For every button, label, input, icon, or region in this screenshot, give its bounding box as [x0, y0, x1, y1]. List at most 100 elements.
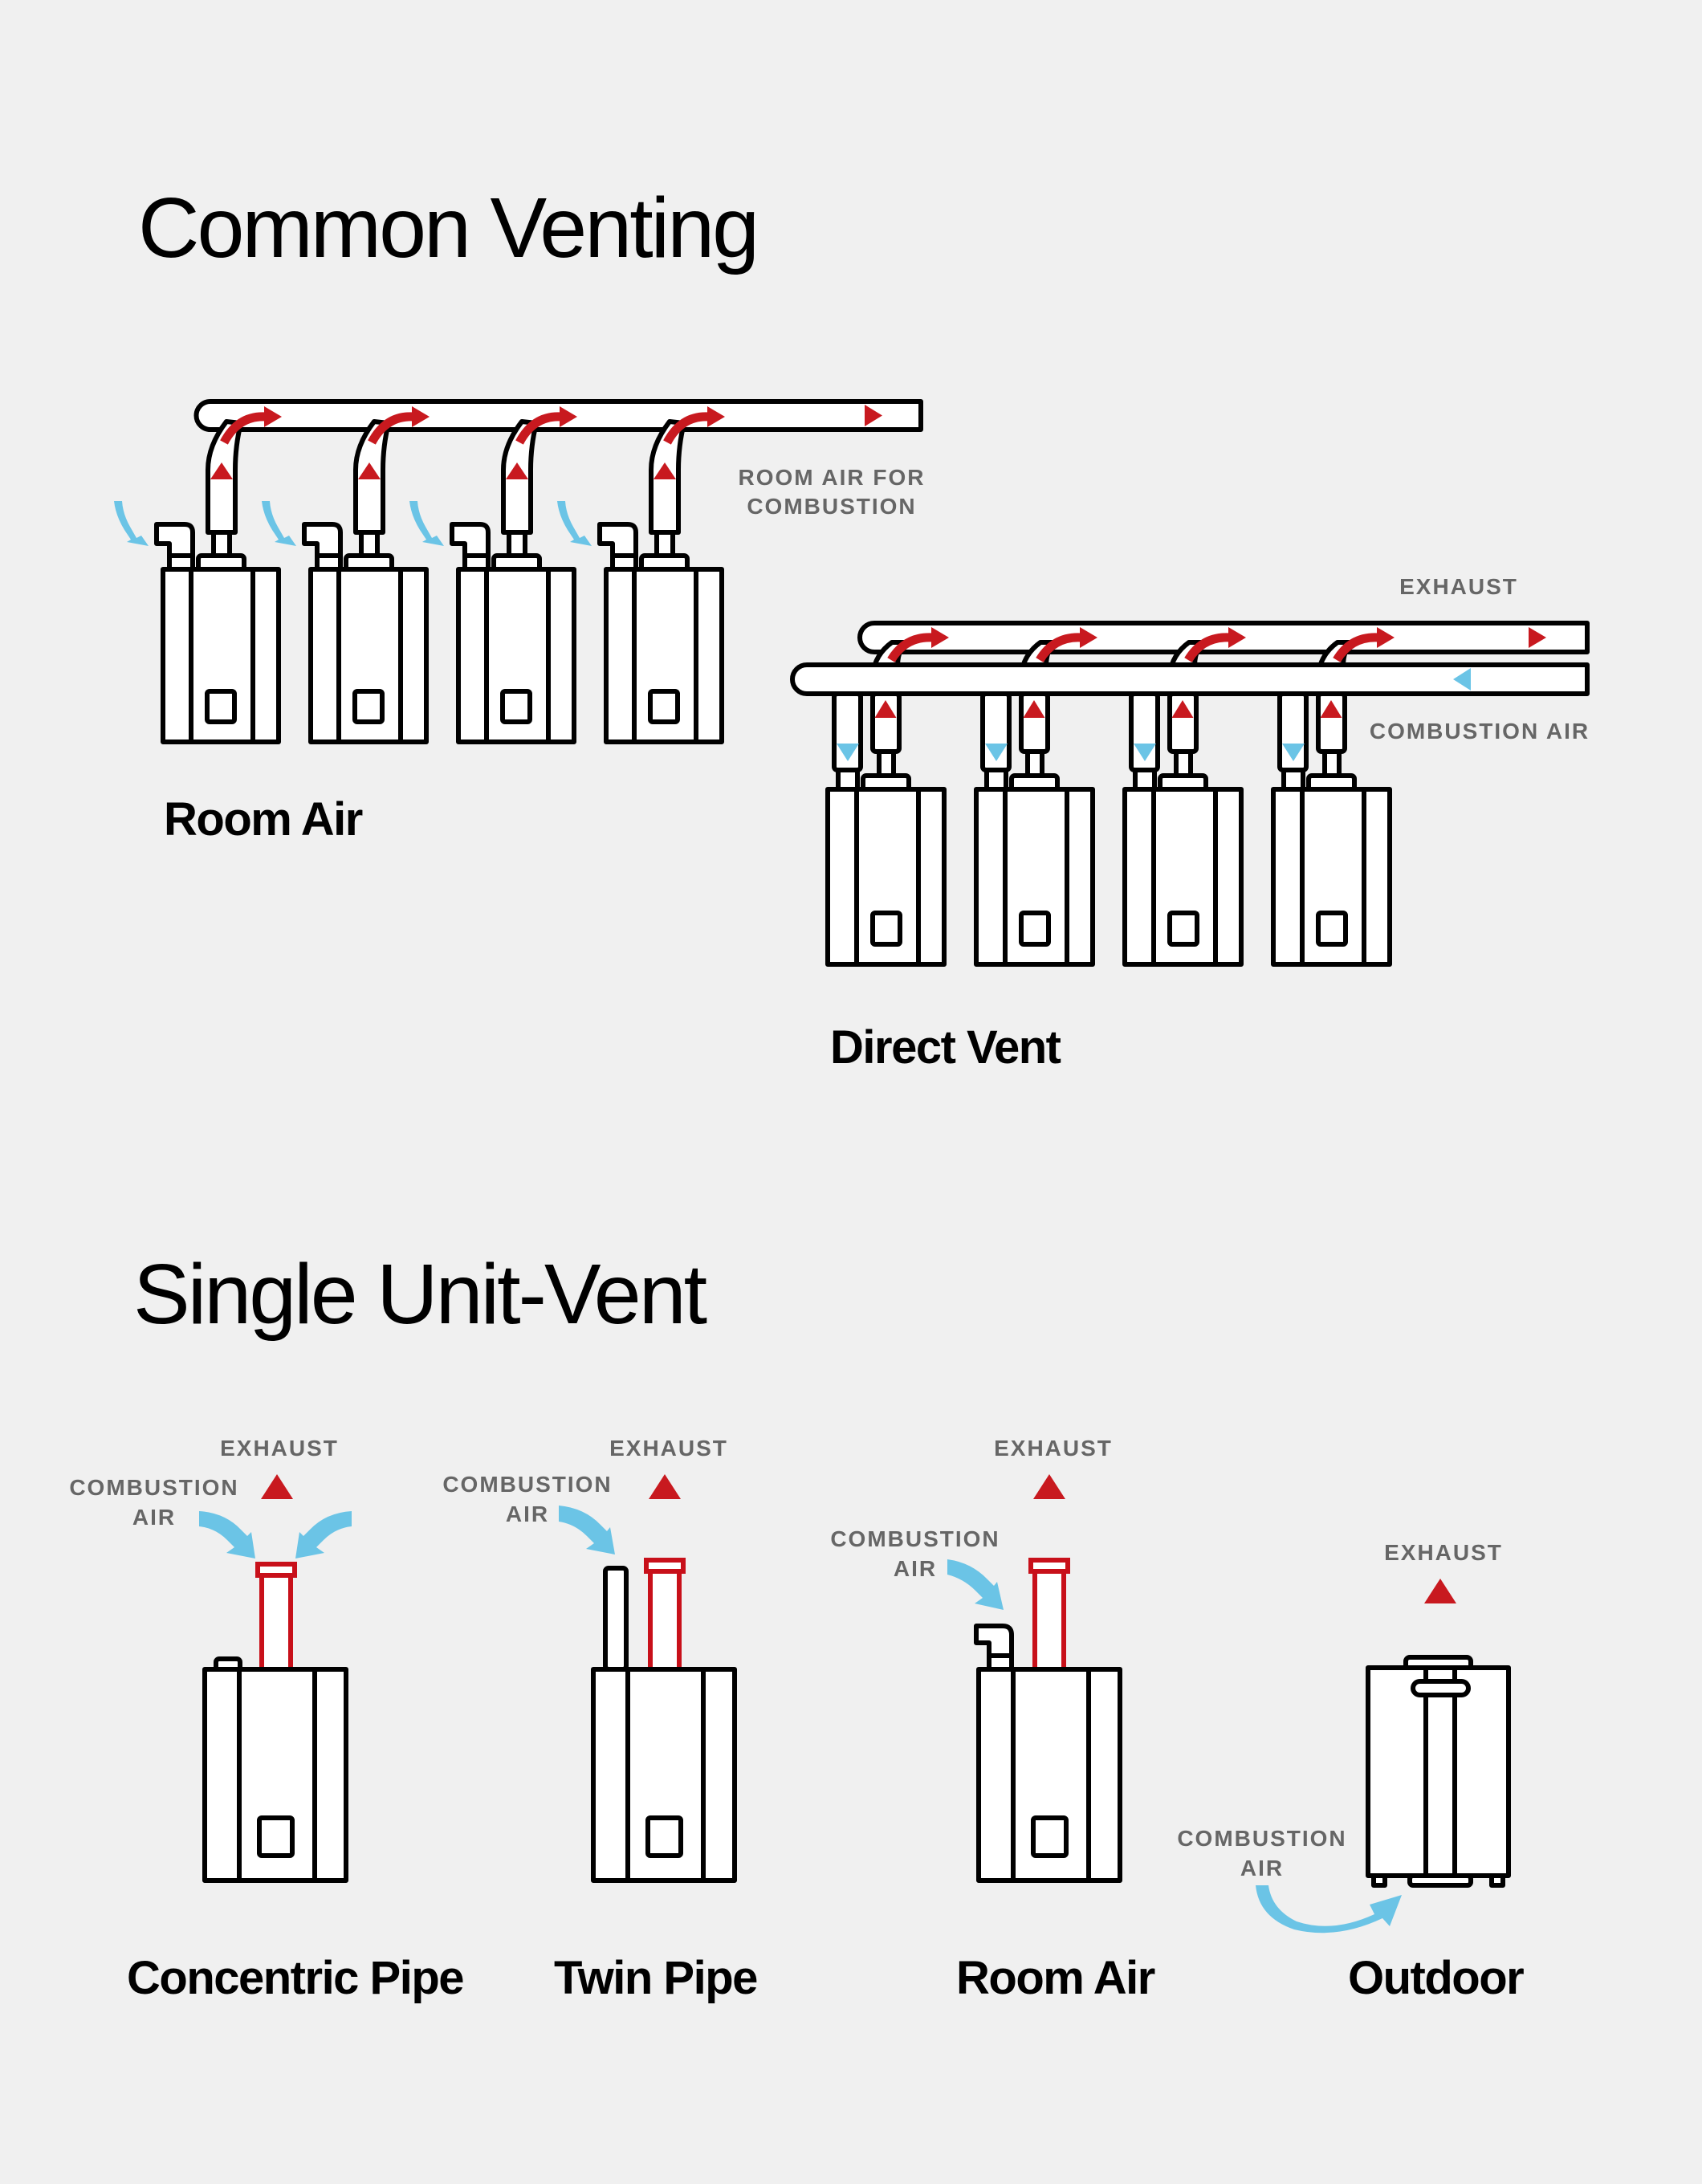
room-air-unit — [262, 406, 430, 744]
arrow-shaft — [1333, 633, 1379, 663]
single-room-air-diagram: EXHAUST COMBUSTION AIR — [830, 1436, 1122, 1883]
outdoor-vent-ring — [1411, 1679, 1471, 1697]
exhaust-flow-curved-arrow-icon — [887, 627, 949, 663]
exhaust-label: EXHAUST — [1384, 1540, 1503, 1565]
exhaust-flow-curved-arrow-icon — [1184, 627, 1246, 663]
water-heater-unit — [456, 567, 576, 744]
water-heater-unit — [976, 1667, 1122, 1883]
direct-vent-unit — [825, 691, 947, 967]
arrow-head — [1080, 627, 1097, 648]
room-air-unit — [114, 406, 282, 744]
twin-pipe-diagram: EXHAUST COMBUSTION AIR — [442, 1436, 737, 1883]
combustion-air-label-line2: AIR — [132, 1505, 176, 1530]
heater-display-window — [1019, 911, 1051, 947]
combustion-air-flow-arrow-icon — [1134, 744, 1156, 761]
exhaust-arrow-icon — [261, 1474, 293, 1499]
arrow-head — [412, 406, 430, 427]
exhaust-flow-arrow-icon — [654, 462, 676, 479]
combustion-air-label-line2: AIR — [1240, 1856, 1284, 1880]
heater-display-window — [1316, 911, 1348, 947]
combustion-air-label-line2: AIR — [894, 1556, 937, 1581]
heater-display-window — [500, 689, 532, 724]
exhaust-flow-curved-arrow-icon — [1036, 627, 1097, 663]
arrow-shaft — [220, 412, 267, 445]
concentric-pipe-diagram: EXHAUST COMBUSTION AIR — [69, 1436, 352, 1883]
concentric-pipe-caption: Concentric Pipe — [127, 1952, 463, 2004]
exhaust-flow-curved-arrow-icon — [220, 406, 282, 445]
exhaust-flow-curved-arrow-icon — [368, 406, 430, 445]
combustion-air-arrow-icon — [262, 501, 296, 546]
arrow-shaft — [1036, 633, 1082, 663]
combustion-air-label-line1: COMBUSTION — [1177, 1826, 1346, 1851]
outdoor-center-stripe — [1423, 1665, 1457, 1878]
arrow-head — [707, 406, 725, 427]
exhaust-flow-arrow-icon — [358, 462, 381, 479]
heater-display-window — [1031, 1815, 1069, 1858]
exhaust-flow-curved-arrow-icon — [515, 406, 577, 445]
direct-vent-unit — [974, 691, 1095, 967]
outdoor-diagram: EXHAUST COMBUSTION AIR — [1177, 1540, 1511, 1933]
combustion-air-label-line1: COMBUSTION — [69, 1475, 238, 1500]
room-air-diagram — [114, 399, 923, 744]
combustion-air-flow-arrow-icon — [1453, 668, 1471, 691]
arrow-shaft — [515, 412, 562, 445]
heater-front-panel — [1003, 787, 1069, 967]
exhaust-vent-pipe — [648, 1569, 682, 1673]
exhaust-label: EXHAUST — [220, 1436, 339, 1461]
water-heater-unit — [974, 787, 1095, 967]
exhaust-arrow-icon — [1424, 1579, 1456, 1603]
exhaust-flow-arrow-icon — [1171, 700, 1194, 718]
combustion-air-arrow-icon — [1256, 1885, 1402, 1933]
exhaust-flue-pipe — [870, 691, 902, 754]
vent-termination-cap — [255, 1562, 297, 1578]
outdoor-caption: Outdoor — [1348, 1952, 1524, 2004]
combustion-air-arrow-icon — [409, 501, 444, 546]
exhaust-flow-arrow-icon — [874, 700, 897, 718]
water-heater-unit — [591, 1667, 737, 1883]
water-heater-unit — [591, 1667, 737, 1883]
room-air-caption: Room Air — [164, 793, 363, 845]
exhaust-flow-arrow-icon — [210, 462, 233, 479]
water-heater-unit — [308, 567, 429, 744]
direct-vent-exhaust-label: EXHAUST — [1399, 574, 1518, 599]
heater-display-window — [205, 689, 237, 724]
direct-vent-diagram — [790, 621, 1590, 967]
arrow-head — [931, 627, 949, 648]
exhaust-flow-curved-arrow-icon — [1333, 627, 1395, 663]
arrow-head — [264, 406, 282, 427]
combustion-air-arrow-icon — [947, 1559, 1004, 1610]
exhaust-flow-arrow-icon — [1023, 700, 1045, 718]
room-air-single-caption: Room Air — [956, 1952, 1155, 2004]
arrow-head — [1377, 627, 1395, 648]
water-heater-unit — [976, 1667, 1122, 1883]
water-heater-unit — [825, 787, 947, 967]
combustion-air-arrow-icon — [559, 1506, 615, 1554]
combustion-air-intake-pipe — [603, 1566, 629, 1672]
combustion-air-arrow-icon — [557, 501, 592, 546]
concentric-vent-pipe — [259, 1573, 293, 1673]
outdoor-bottom-bar — [1407, 1873, 1473, 1888]
water-heater-unit — [1122, 787, 1244, 967]
exhaust-flow-arrow-icon — [865, 405, 882, 426]
exhaust-flow-arrow-icon — [1320, 700, 1342, 718]
arrow-head — [560, 406, 577, 427]
combustion-air-label-line2: AIR — [506, 1502, 549, 1526]
room-air-for-combustion-label-line2: COMBUSTION — [747, 494, 916, 519]
direct-vent-combustion-air-label: COMBUSTION AIR — [1370, 719, 1590, 744]
arrow-shaft — [1184, 633, 1231, 663]
heater-display-window — [870, 911, 902, 947]
outdoor-foot-left — [1371, 1873, 1387, 1888]
combustion-air-arrow-icon — [114, 501, 149, 546]
combustion-air-label-line1: COMBUSTION — [830, 1526, 1000, 1551]
exhaust-label: EXHAUST — [994, 1436, 1113, 1461]
heater-display-window — [352, 689, 385, 724]
combustion-air-arrow-icon — [199, 1511, 255, 1559]
vent-termination-cap — [1028, 1558, 1070, 1574]
exhaust-flue-pipe — [1167, 691, 1199, 754]
outdoor-foot-right — [1489, 1873, 1505, 1888]
single-unit-vent-title: Single Unit-Vent — [133, 1247, 707, 1342]
heater-front-panel — [336, 567, 403, 744]
exhaust-flow-arrow-icon — [506, 462, 528, 479]
water-heater-unit — [202, 1656, 348, 1883]
